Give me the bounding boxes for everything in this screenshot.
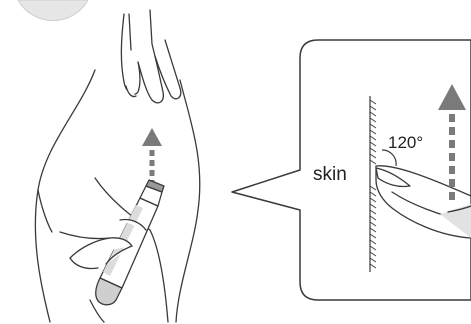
corner-badge [18, 0, 88, 21]
angle-label: 120° [388, 133, 423, 152]
zoom-callout [232, 40, 471, 300]
upper-hand [121, 10, 180, 103]
dashed-up-arrow-icon [142, 128, 162, 186]
skin-label: skin [313, 164, 347, 185]
